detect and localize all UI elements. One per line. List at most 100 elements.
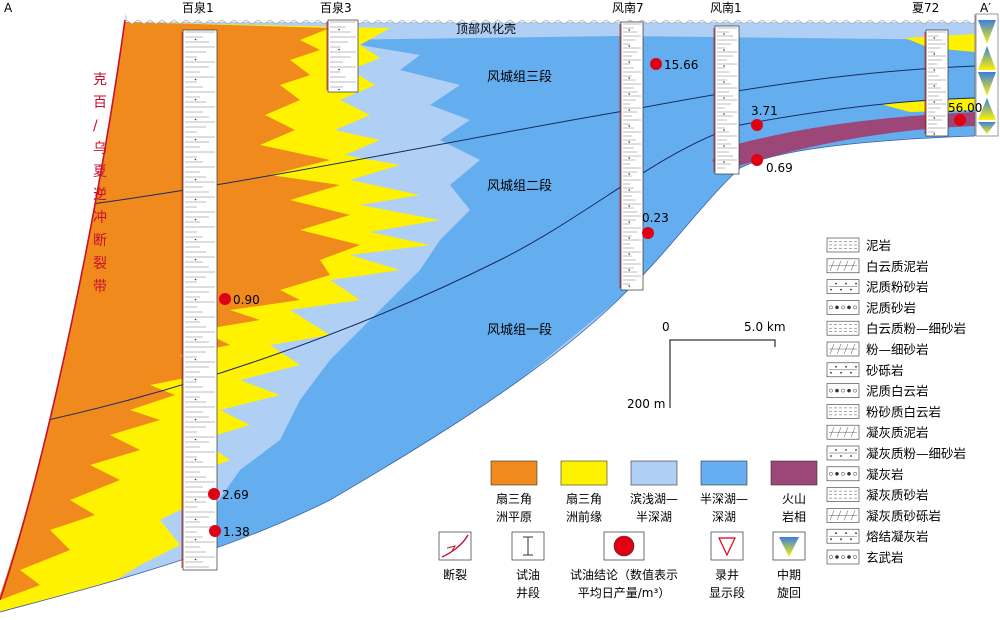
facies-label: 火山: [782, 492, 806, 506]
fault-label-char: 断: [93, 233, 107, 249]
symbol-label: 显示段: [709, 585, 745, 600]
test-value: 0.69: [766, 161, 793, 175]
boundary-member-3-2: [0, 65, 975, 216]
test-value: 1.38: [223, 525, 250, 539]
test-dot: [751, 154, 763, 166]
test-dot: [208, 488, 220, 500]
lithology-swatch: [826, 341, 860, 357]
lithology-swatch: [826, 528, 860, 544]
well-name-bq1: 百泉1: [182, 1, 214, 15]
fault-label-char: 克: [93, 72, 107, 88]
end-label-a-prime: A′: [980, 1, 991, 15]
test-value: 0.23: [642, 211, 669, 225]
lithology-swatch: [826, 279, 860, 294]
lithology-label: 凝灰质砂砾岩: [866, 508, 941, 523]
lithology-label: 砂砾岩: [866, 363, 904, 378]
lithology-label: 凝灰质粉—细砂岩: [866, 446, 966, 461]
lithology-swatch: [826, 320, 860, 336]
fault-label-char: 乌: [93, 141, 107, 157]
facies-swatch: [700, 460, 748, 486]
fault-line: [0, 19, 126, 601]
facies-label: 岩相: [782, 509, 806, 524]
facies-label: 扇三角: [496, 491, 532, 506]
member-3-label: 风城组三段: [487, 70, 552, 85]
member-1-label: 风城组一段: [487, 323, 552, 338]
facies-label: 深湖: [712, 509, 736, 524]
well-x72[interactable]: [924, 29, 949, 137]
facies-label: 半深湖—: [700, 491, 748, 506]
test-dot: [219, 293, 231, 305]
well-name-x72: 夏72: [912, 1, 939, 15]
test-dot: [650, 58, 662, 70]
lithology-swatch: [826, 362, 860, 378]
well-name-bq3: 百泉3: [320, 1, 352, 15]
fault-label-char: 百: [93, 95, 107, 111]
lithology-label: 凝灰质泥岩: [866, 425, 929, 440]
symbol-label: 中期: [777, 567, 801, 582]
member-2-label: 风城组二段: [487, 179, 552, 194]
test-value: 56.00: [948, 101, 982, 115]
lithology-label: 白云质粉—细砂岩: [866, 321, 966, 336]
lithology-swatch: [826, 424, 860, 440]
well-bq3[interactable]: [326, 19, 359, 93]
symbol-label: 旋回: [777, 586, 801, 600]
fault-label-char: /: [93, 118, 98, 134]
fault-label-char: 冲: [93, 210, 107, 226]
facies-label: 洲前缘: [566, 509, 602, 524]
test-dot: [954, 114, 966, 126]
well-name-fn1: 风南1: [710, 0, 742, 15]
facies-label: 滨浅湖—: [630, 491, 678, 506]
symbol-label: 录井: [715, 568, 739, 582]
lithology-label: 玄武岩: [866, 550, 904, 565]
lithology-label: 粉砂质白云岩: [866, 404, 941, 419]
well-bq1[interactable]: [181, 29, 218, 571]
lithology-label: 泥岩: [866, 238, 891, 253]
facies-label: 洲平原: [496, 510, 532, 524]
facies-swatch: [630, 460, 678, 486]
lithology-label: 熔结凝灰岩: [866, 529, 929, 544]
deep-lake-facies: [200, 36, 975, 575]
facies-swatch: [490, 460, 538, 486]
fault-label-char: 裂: [93, 256, 107, 272]
facies-swatch: [560, 460, 608, 486]
well-fn1[interactable]: [713, 25, 740, 175]
lithology-swatch: [826, 445, 860, 461]
scale-horizontal: 5.0 km: [744, 320, 786, 334]
symbol-label: 断裂: [443, 567, 467, 582]
well-fn7[interactable]: [619, 21, 644, 291]
end-label-a: A: [4, 1, 13, 15]
well-name-fn7: 风南7: [612, 0, 644, 15]
scale-zero: 0: [662, 320, 670, 334]
fault-label-char: 夏: [93, 164, 107, 180]
symbol-label: 试油结论（数值表示: [570, 567, 678, 582]
facies-swatch: [770, 460, 818, 486]
test-dot: [751, 119, 763, 131]
test-value: 2.69: [222, 488, 249, 502]
test-dot: [642, 227, 654, 239]
lithology-label: 凝灰质砂岩: [866, 488, 929, 503]
symbol-label: 平均日产量/m³）: [578, 586, 671, 600]
scale-vertical: 200 m: [627, 397, 665, 411]
top-crust-label: 顶部风化壳: [456, 21, 516, 36]
lithology-label: 凝灰岩: [866, 467, 904, 482]
logging-show-icon: [710, 531, 744, 561]
lithology-label: 白云质泥岩: [866, 259, 929, 274]
test-dot: [209, 525, 221, 537]
facies-label: 半深湖: [636, 509, 672, 524]
lithology-label: 泥质粉砂岩: [866, 280, 929, 295]
symbol-label: 试油: [516, 567, 540, 582]
lithology-swatch: [826, 237, 860, 253]
symbol-legend: 断裂试油井段试油结论（数值表示平均日产量/m³）录井显示段中期旋回: [438, 531, 806, 600]
lithology-swatch: [826, 549, 860, 565]
fault-icon: [438, 531, 472, 561]
cycle-column: [975, 13, 999, 137]
lithology-swatch: [826, 487, 860, 502]
test-interval-icon: [511, 531, 545, 561]
lithology-swatch: [826, 466, 860, 482]
fault-label-char: 带: [93, 279, 107, 295]
lithology-label: 泥质砂岩: [866, 300, 916, 315]
test-value: 15.66: [664, 58, 698, 72]
